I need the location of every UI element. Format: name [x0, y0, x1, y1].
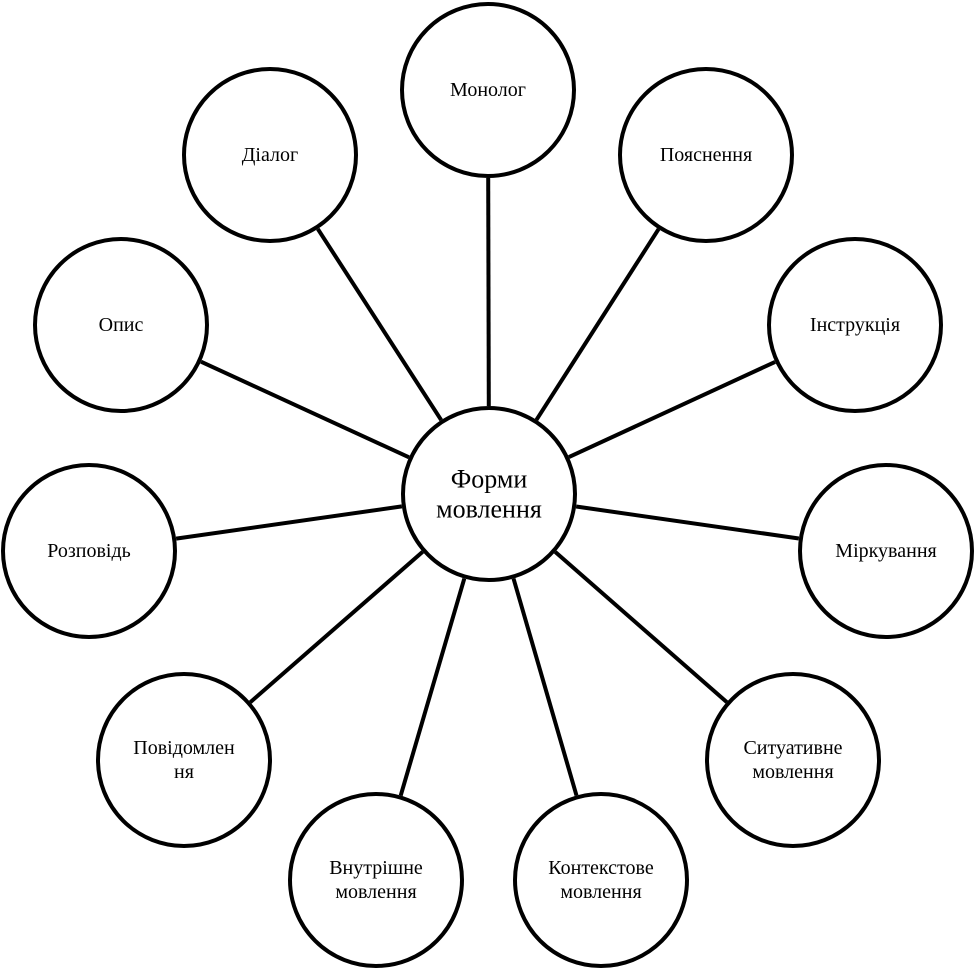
center-label-line-2: мовлення	[436, 495, 542, 524]
node-circle-opys	[33, 237, 209, 413]
center-circle	[401, 406, 577, 582]
node-circle-monolog	[400, 2, 576, 178]
connector-mirkuvannia	[575, 504, 800, 541]
connector-lines	[175, 177, 800, 797]
node-label-rozpovid-line-1: Розповідь	[47, 540, 131, 562]
node-monolog: Монолог	[400, 2, 576, 178]
node-label-sytuatyvne-line-2: мовлення	[752, 761, 833, 783]
node-label-povidomlennia-line-1: Повідомлен	[133, 737, 235, 759]
connector-vnutrishne	[398, 577, 467, 797]
node-circle-dialog	[182, 67, 358, 243]
node-label-mirkuvannia-line-1: Міркування	[835, 540, 936, 562]
connector-kontekstove	[511, 577, 579, 797]
node-label-vnutrishne-line-1: Внутрішне	[329, 857, 423, 879]
connector-dialog	[316, 227, 443, 422]
connector-sytuatyvne	[553, 550, 729, 704]
node-mirkuvannia: Міркування	[798, 463, 974, 639]
connector-opys	[200, 359, 410, 460]
connector-povidomlennia	[248, 550, 425, 704]
connector-poiasnennia	[534, 228, 661, 421]
node-label-instruktsiia-line-1: Інструкція	[810, 314, 900, 336]
node-circle-povidomlennia	[96, 672, 272, 848]
node-label-povidomlennia-line-2: ня	[174, 761, 194, 783]
node-label-sytuatyvne-line-1: Ситуативне	[743, 737, 842, 759]
node-circle-rozpovid	[1, 463, 177, 639]
node-circle-vnutrishne	[288, 792, 464, 968]
connector-rozpovid	[175, 504, 403, 541]
center-label-line-1: Форми	[451, 465, 528, 494]
node-label-vnutrishne-line-2: мовлення	[335, 881, 416, 903]
node-poiasnennia: Пояснення	[618, 67, 794, 243]
node-instruktsiia: Інструкція	[767, 237, 943, 413]
node-circle-kontekstove	[513, 792, 689, 968]
node-label-dialog-line-1: Діалог	[242, 144, 298, 166]
node-label-poiasnennia-line-1: Пояснення	[660, 144, 752, 166]
node-opys: Опис	[33, 237, 209, 413]
node-circle-poiasnennia	[618, 67, 794, 243]
node-dialog: Діалог	[182, 67, 358, 243]
node-circle-instruktsiia	[767, 237, 943, 413]
node-label-kontekstove-line-2: мовлення	[560, 881, 641, 903]
node-label-kontekstove-line-1: Контекстове	[548, 857, 654, 879]
node-circle-mirkuvannia	[798, 463, 974, 639]
node-label-opys-line-1: Опис	[99, 314, 144, 336]
node-circle-sytuatyvne	[705, 672, 881, 848]
connector-monolog	[486, 177, 491, 407]
node-label-monolog-line-1: Монолог	[450, 79, 526, 101]
connector-instruktsiia	[568, 360, 776, 459]
node-rozpovid: Розповідь	[1, 463, 177, 639]
